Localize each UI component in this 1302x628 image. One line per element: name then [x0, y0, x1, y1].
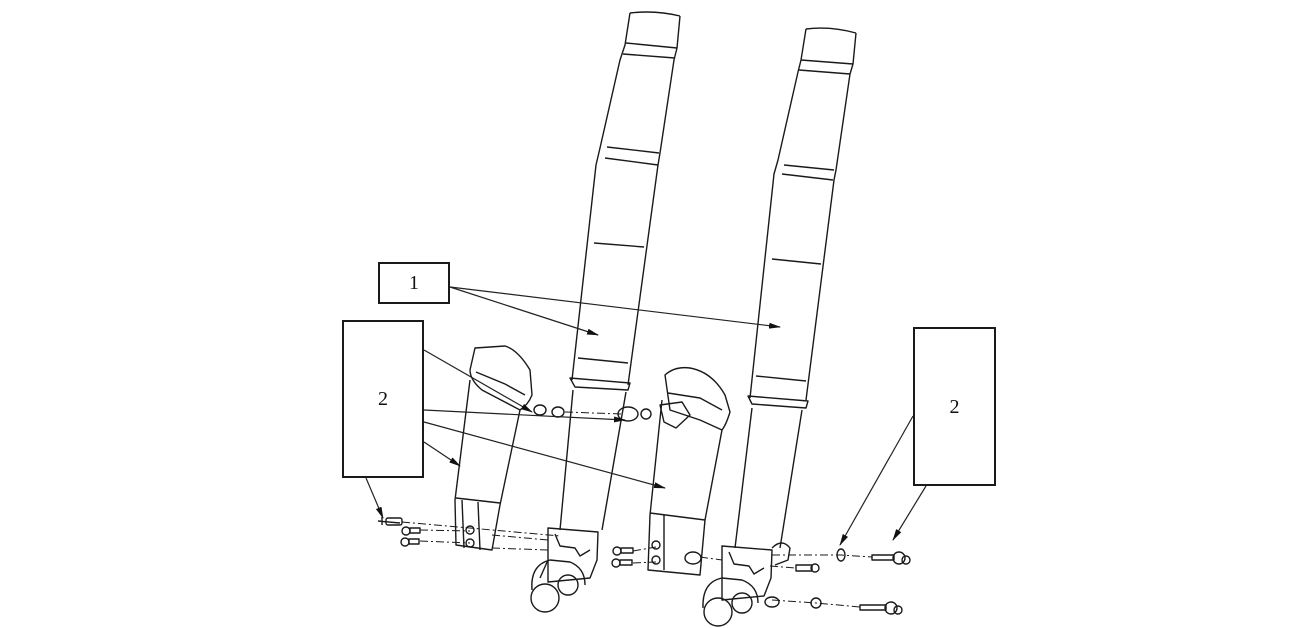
- right-fork-tube: [734, 27, 857, 549]
- right-fork-guard: [647, 366, 731, 576]
- left-fork-tube: [559, 11, 681, 531]
- callout-label-1: 1: [409, 272, 419, 294]
- callout-label-2-right: 2: [949, 395, 960, 418]
- left-axle-bracket: [530, 527, 599, 613]
- callout-box-2-left: 2: [342, 320, 424, 478]
- fasteners: [377, 401, 911, 615]
- callout-box-1: 1: [378, 262, 450, 304]
- callout-box-2-right: 2: [913, 327, 996, 486]
- assembly-centerlines: [401, 411, 873, 608]
- callout-label-2-left: 2: [378, 388, 388, 410]
- leader-lines: [365, 286, 927, 546]
- left-fork-guard: [454, 345, 533, 551]
- right-axle-bracket: [702, 542, 791, 627]
